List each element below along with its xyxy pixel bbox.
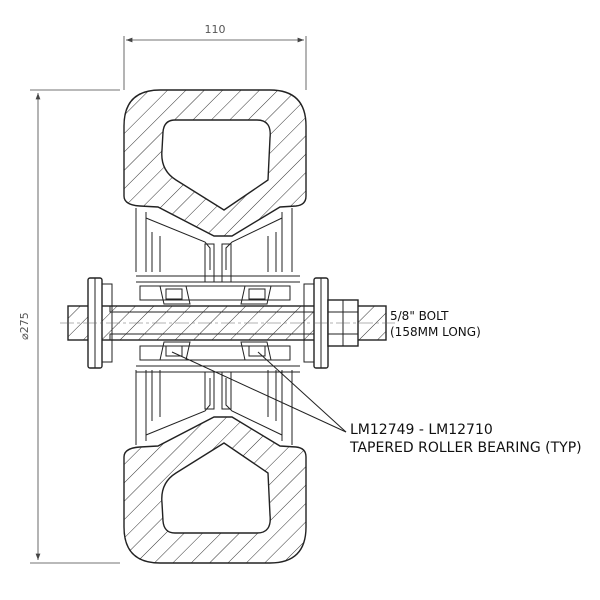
tire-section-lower [123, 416, 307, 564]
rim-upper [135, 208, 300, 283]
tire-section-upper [123, 89, 307, 237]
bolt-callout-line2: (158MM LONG) [390, 325, 481, 339]
diameter-dimension-label: ⌀275 [18, 312, 31, 340]
bearing-callout-line1: LM12749 - LM12710 [350, 422, 493, 438]
bearing-upper-left [159, 285, 191, 305]
bolt-callout-line1: 5/8" BOLT [390, 309, 449, 323]
diameter-dimension: ⌀275 [18, 89, 120, 564]
bearing-lower-right [240, 341, 272, 361]
bearing-callout-line2: TAPERED ROLLER BEARING (TYP) [349, 440, 582, 456]
bearing-lower-left [159, 341, 191, 361]
bearing-upper-right [240, 285, 272, 305]
bearing-callout: LM12749 - LM12710 TAPERED ROLLER BEARING… [349, 422, 582, 456]
bolt-callout: 5/8" BOLT (158MM LONG) [390, 309, 481, 339]
width-dimension: 110 [123, 23, 307, 90]
bearing-leader-lines [171, 351, 347, 433]
width-dimension-label: 110 [205, 23, 226, 36]
hub-body [139, 285, 291, 361]
